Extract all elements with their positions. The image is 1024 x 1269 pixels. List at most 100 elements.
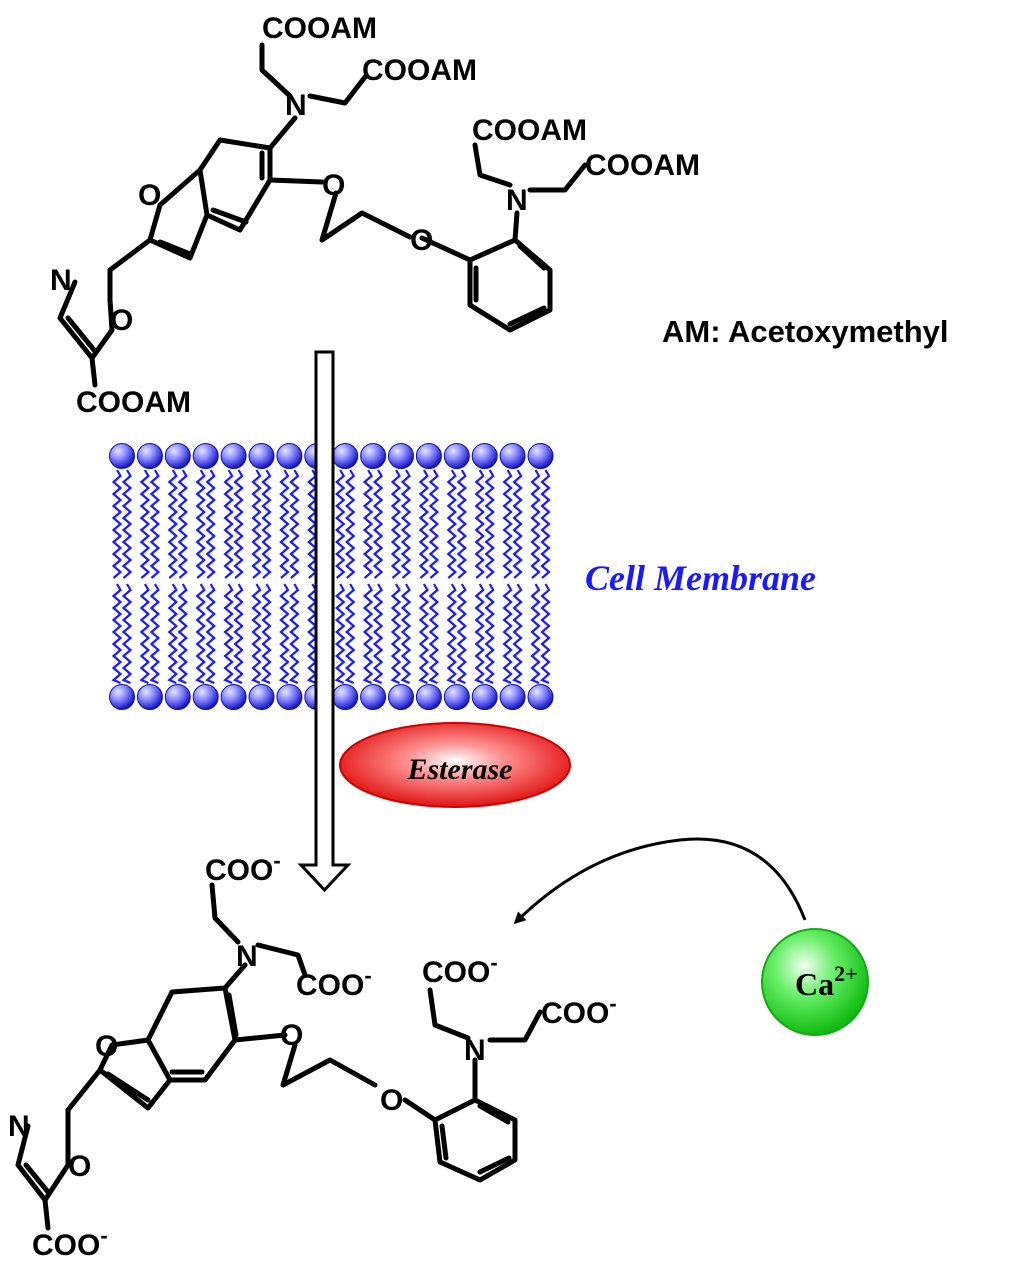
furan-o: O xyxy=(138,179,161,212)
lipid-tail xyxy=(233,583,244,685)
ether-o-1: O xyxy=(280,1019,303,1052)
ester-label-2: COOAM xyxy=(362,54,477,87)
lipid-tail xyxy=(149,469,161,579)
lipid-tail xyxy=(250,583,262,685)
oxazole-o: O xyxy=(68,1150,91,1183)
lipid-head xyxy=(109,684,135,710)
lipid-tail xyxy=(111,583,123,685)
lipid-tail xyxy=(428,583,440,685)
lipid-tail xyxy=(167,469,178,579)
transport-arrow xyxy=(297,350,352,893)
lipid-tail xyxy=(418,469,430,579)
am-definition-label: AM: Acetoxymethyl xyxy=(662,314,949,349)
lipid-head xyxy=(164,443,191,469)
lipid-tail xyxy=(390,583,402,685)
carboxylate-label-3: COO- xyxy=(422,950,498,989)
lipid-head xyxy=(360,684,387,710)
bottom-molecule: COO- COO- N O O O COO- COO- N N O COO- xyxy=(8,848,617,1262)
ester-label-5: COOAM xyxy=(76,386,191,419)
lipid-head xyxy=(192,443,219,469)
lipid-head xyxy=(360,443,387,469)
lipid-head xyxy=(443,443,470,469)
lipid-tail xyxy=(205,469,216,579)
lipid-tail xyxy=(502,583,513,685)
esterase-enzyme: Esterase xyxy=(339,722,571,808)
amine-n-1: N xyxy=(285,89,307,122)
oxazole-o: O xyxy=(110,304,133,337)
calcium-binding-arrow xyxy=(513,837,807,925)
cell-membrane xyxy=(109,443,554,710)
lipid-tail xyxy=(428,469,440,579)
lipid-tail xyxy=(205,583,216,685)
carboxylate-label-4: COO- xyxy=(541,991,617,1030)
calcium-ion: Ca2+ xyxy=(761,928,869,1036)
lipid-tail xyxy=(474,583,485,685)
lipid-tail xyxy=(111,469,123,579)
cell-membrane-label: Cell Membrane xyxy=(585,558,816,598)
lipid-tail xyxy=(344,583,356,685)
lipid-tail xyxy=(121,469,133,579)
lipid-tail xyxy=(362,583,374,685)
ether-o-1: O xyxy=(322,169,345,202)
lipid-tail xyxy=(400,583,412,685)
lipid-tail xyxy=(261,469,272,579)
lipid-tail xyxy=(446,583,457,685)
lipid-head xyxy=(220,684,247,710)
lipid-head xyxy=(499,443,526,469)
lipid-head xyxy=(276,443,303,469)
ester-label-4: COOAM xyxy=(585,149,700,182)
carboxylate-label-2: COO- xyxy=(296,963,372,1002)
calcium-ion-label: Ca2+ xyxy=(795,961,858,1002)
lipid-tail xyxy=(484,469,495,579)
ether-o-2: O xyxy=(410,224,433,257)
lipid-tail xyxy=(372,469,384,579)
lipid-head xyxy=(332,684,359,710)
oxazole-n: N xyxy=(50,264,72,297)
lipid-head xyxy=(192,684,219,710)
lipid-tail xyxy=(390,469,402,579)
lipid-tail xyxy=(223,469,234,579)
lipid-head xyxy=(527,684,554,710)
lipid-head xyxy=(527,443,554,469)
lipid-tail xyxy=(195,583,206,685)
lipid-tail xyxy=(529,583,541,685)
lipid-head xyxy=(109,443,135,469)
esterase-shape xyxy=(339,722,571,808)
lipid-tail xyxy=(177,583,188,685)
lipid-tail xyxy=(539,583,551,685)
lipid-head xyxy=(164,684,191,710)
lipid-tail xyxy=(139,469,151,579)
lipid-tail xyxy=(279,469,290,579)
lipid-tail xyxy=(474,469,485,579)
carboxylate-label-5: COO- xyxy=(32,1223,108,1262)
lipid-tail xyxy=(362,469,374,579)
lipid-tail xyxy=(289,469,300,579)
lipid-tail xyxy=(484,583,495,685)
bottom-molecule-bonds xyxy=(15,882,543,1231)
calcium-ion-sphere xyxy=(761,928,869,1036)
lipid-tail xyxy=(177,469,188,579)
lipid-tail xyxy=(456,469,467,579)
ester-label-3: COOAM xyxy=(472,114,587,147)
lipid-head xyxy=(388,443,414,469)
lipid-tail xyxy=(121,583,133,685)
furan-o: O xyxy=(95,1030,118,1063)
ester-label-1: COOAM xyxy=(262,12,377,45)
carboxylate-label-1: COO- xyxy=(205,848,281,887)
lipid-tail xyxy=(251,469,262,579)
lipid-tail xyxy=(233,469,244,579)
lipid-head xyxy=(136,684,163,710)
lipid-tail xyxy=(400,469,412,579)
lipid-tail xyxy=(372,583,384,685)
lipid-tail xyxy=(335,469,346,579)
lipid-tail xyxy=(149,583,161,685)
lipid-tail xyxy=(167,583,178,685)
lipid-tail xyxy=(456,583,467,685)
oxazole-n: N xyxy=(8,1110,30,1143)
lipid-tail xyxy=(540,469,551,579)
top-molecule: COOAM COOAM N O O O COOAM COOAM N N O CO… xyxy=(50,12,700,419)
amine-n-1: N xyxy=(236,940,258,973)
top-molecule-labels: COOAM COOAM N O O O COOAM COOAM N N O CO… xyxy=(50,12,700,419)
lipid-head xyxy=(248,443,275,469)
